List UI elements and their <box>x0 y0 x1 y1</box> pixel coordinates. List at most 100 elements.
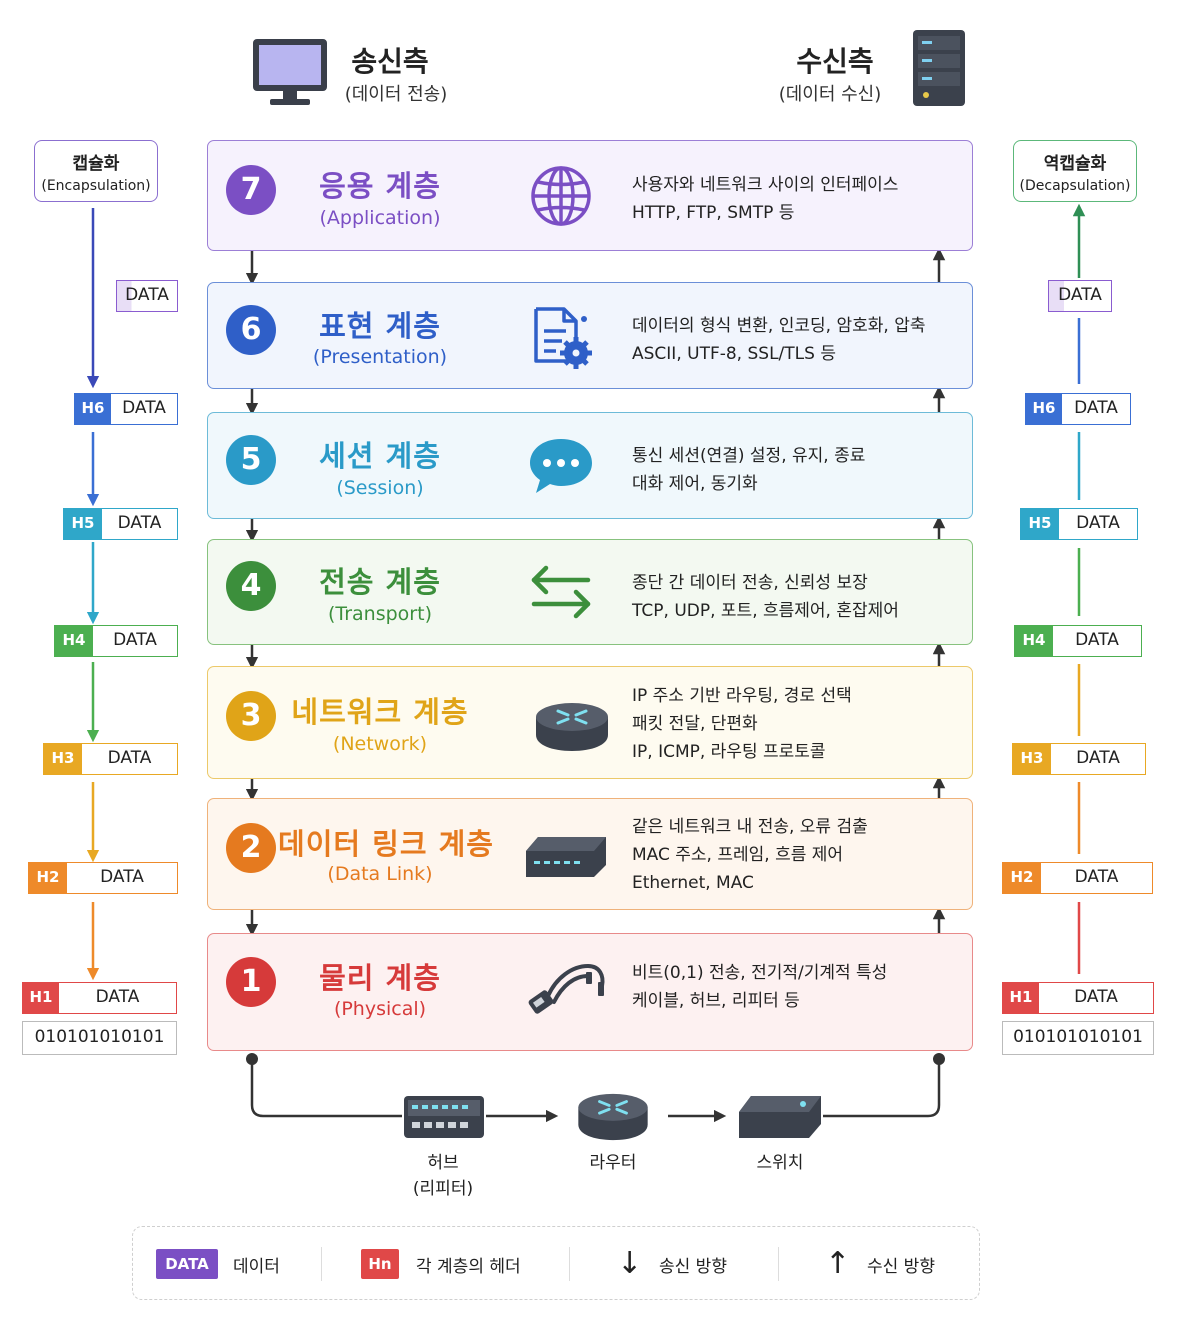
layer-description: 사용자와 네트워크 사이의 인터페이스 HTTP, FTP, SMTP 등 <box>632 171 898 227</box>
packet-h2: H2 DATA <box>1002 862 1153 894</box>
legend-header-text: 각 계층의 헤더 <box>416 1257 521 1277</box>
packet-h2: H2 DATA <box>28 862 178 894</box>
device-name: 허브 <box>427 1153 459 1173</box>
swap-arrows-icon <box>531 565 591 619</box>
sender-title: 송신측 <box>351 45 429 78</box>
packet-data-label: DATA <box>113 630 157 650</box>
hub-icon <box>404 1096 484 1138</box>
packet-data-label: DATA <box>107 748 152 768</box>
description-line: 종단 간 데이터 전송, 신뢰성 보장 <box>632 573 868 593</box>
packet-data-label: DATA <box>100 867 144 887</box>
packet-h4: H4 DATA <box>1014 625 1142 657</box>
packet-header: H6 <box>1026 394 1062 424</box>
legend-header-chip: Hn <box>361 1249 399 1279</box>
packet-header: H5 <box>1021 509 1059 539</box>
packet-h6: H6 DATA <box>74 393 178 425</box>
packet-header: H3 <box>44 744 82 774</box>
decapsulation-title: 역캡슐화 <box>1043 154 1107 174</box>
description-line: 통신 세션(연결) 설정, 유지, 종료 <box>632 446 866 466</box>
receiver-subtitle: (데이터 수신) <box>778 84 882 105</box>
layer-name: 네트워크 계층 <box>291 695 469 729</box>
layer-number: 7 <box>226 165 276 215</box>
layer-description: 종단 간 데이터 전송, 신뢰성 보장 TCP, UDP, 포트, 흐름제어, … <box>632 569 899 625</box>
layer-description: 데이터의 형식 변환, 인코딩, 암호화, 압축 ASCII, UTF-8, S… <box>632 312 925 368</box>
packet-data-label: DATA <box>1074 987 1118 1007</box>
router-icon <box>536 703 608 751</box>
chat-bubble-icon <box>530 439 592 493</box>
layer-number: 3 <box>226 691 276 741</box>
layer-physical: 1 물리 계층 (Physical) 비트(0,1) 전송, 전기적/기계적 특… <box>207 933 973 1051</box>
switch-icon <box>739 1096 821 1138</box>
packet-h1: H1 DATA <box>1002 982 1154 1014</box>
layer-description: IP 주소 기반 라우팅, 경로 선택 패킷 전달, 단편화 IP, ICMP,… <box>632 682 852 766</box>
monitor-icon <box>253 39 327 105</box>
packet-data-label: DATA <box>125 285 169 305</box>
layer-english-name: (Session) <box>336 477 424 499</box>
legend-send-text: 송신 방향 <box>659 1257 727 1277</box>
encapsulation-box: 캡슐화 (Encapsulation) <box>34 140 158 202</box>
packet-h6: H6 DATA <box>1025 393 1131 425</box>
packet-header: H4 <box>55 626 93 656</box>
layer-description: 통신 세션(연결) 설정, 유지, 종료 대화 제어, 동기화 <box>632 442 865 498</box>
packet-header: H4 <box>1015 626 1053 656</box>
switch-icon <box>526 837 606 877</box>
layer-english-name: (Physical) <box>333 998 427 1020</box>
layer-application: 7 응용 계층 (Application) 사용자와 네트워크 사이의 인터페이… <box>207 140 973 251</box>
layer-name: 세션 계층 <box>319 439 441 473</box>
layer-english-name: (Data Link) <box>327 863 433 885</box>
packet-data-label: DATA <box>1058 285 1102 305</box>
down-arrow-icon: ↓ <box>617 1246 643 1281</box>
packet-header: H6 <box>75 394 111 424</box>
packet-data: DATA <box>116 280 178 312</box>
decapsulation-subtitle: (Decapsulation) <box>1019 178 1131 194</box>
packet-data-label: DATA <box>1074 398 1118 418</box>
cable-icon <box>528 963 605 1014</box>
description-line: 패킷 전달, 단편화 <box>632 714 758 734</box>
server-icon <box>913 30 965 106</box>
description-line: HTTP, FTP, SMTP 등 <box>632 203 795 223</box>
decapsulation-box: 역캡슐화 (Decapsulation) <box>1013 140 1137 202</box>
packet-h5: H5 DATA <box>63 508 178 540</box>
description-line: Ethernet, MAC <box>632 873 754 893</box>
device-label-router: 라우터 <box>589 1153 637 1173</box>
layer-number: 5 <box>226 435 276 485</box>
layer-english-name: (Presentation) <box>312 346 448 368</box>
legend-divider <box>569 1247 570 1281</box>
device-label-hub: 허브 (리피터) <box>383 1150 503 1202</box>
layer-name: 응용 계층 <box>319 169 441 203</box>
layer-description: 비트(0,1) 전송, 전기적/기계적 특성 케이블, 허브, 리피터 등 <box>632 959 887 1015</box>
layer-transport: 4 전송 계층 (Transport) 종단 간 데이터 전송, 신뢰성 보장 … <box>207 539 973 645</box>
layer-name: 전송 계층 <box>319 565 441 599</box>
packet-h4: H4 DATA <box>54 625 178 657</box>
receiver-title: 수신측 <box>796 45 874 78</box>
packet-header: H2 <box>29 863 67 893</box>
description-line: ASCII, UTF-8, SSL/TLS 등 <box>632 344 836 364</box>
packet-data-label: DATA <box>122 398 166 418</box>
description-line: 데이터의 형식 변환, 인코딩, 암호화, 압축 <box>632 316 926 336</box>
legend-recv-text: 수신 방향 <box>867 1257 935 1277</box>
layer-english-name: (Network) <box>332 733 428 755</box>
packet-data-label: DATA <box>117 513 162 533</box>
description-line: 비트(0,1) 전송, 전기적/기계적 특성 <box>632 963 888 983</box>
description-line: TCP, UDP, 포트, 흐름제어, 혼잡제어 <box>632 601 899 621</box>
link-wire <box>250 1059 402 1118</box>
packet-data-label: DATA <box>1075 630 1119 650</box>
packet-h3: H3 DATA <box>43 743 178 775</box>
legend-data-text: 데이터 <box>233 1257 280 1277</box>
packet-h1: H1 DATA <box>22 982 177 1014</box>
description-line: 케이블, 허브, 리피터 등 <box>632 991 800 1011</box>
description-line: 같은 네트워크 내 전송, 오류 검출 <box>632 817 868 837</box>
encapsulation-subtitle: (Encapsulation) <box>41 178 151 194</box>
layer-network: 3 네트워크 계층 (Network) IP 주소 기반 라우팅, 경로 선택 … <box>207 666 973 779</box>
layer-data-link: 2 데이터 링크 계층 (Data Link) 같은 네트워크 내 전송, 오류… <box>207 798 973 910</box>
legend-divider <box>321 1247 322 1281</box>
legend: DATA 데이터 Hn 각 계층의 헤더 ↓ 송신 방향 ↑ 수신 방향 <box>132 1226 980 1300</box>
packet-header: H1 <box>23 983 59 1013</box>
globe-icon <box>531 166 591 226</box>
legend-divider <box>778 1247 779 1281</box>
packet-header: H3 <box>1013 744 1051 774</box>
document-gear-icon <box>534 307 592 369</box>
layer-number: 6 <box>226 305 276 355</box>
layer-name: 물리 계층 <box>319 961 441 995</box>
